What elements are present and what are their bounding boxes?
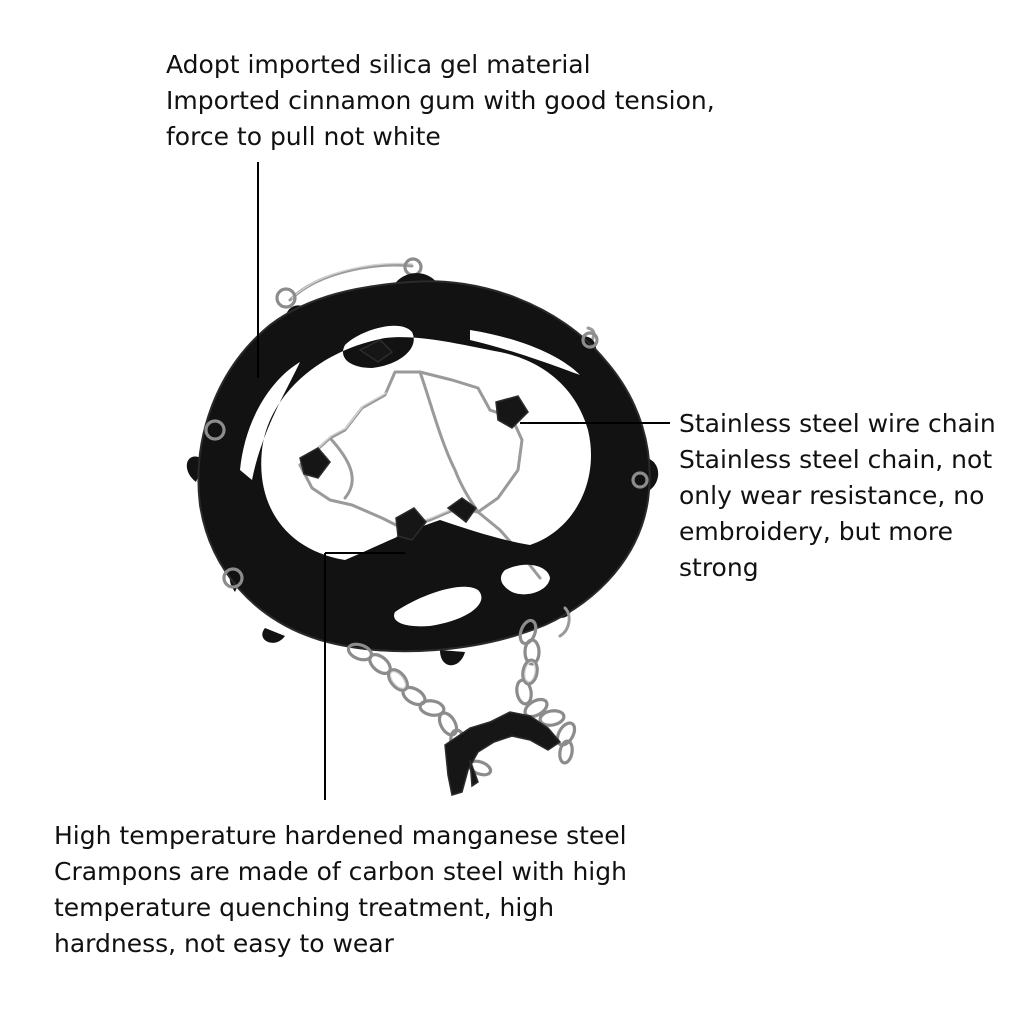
inner-spikes (299, 339, 529, 541)
annotation-right-line-3: only wear resistance, no (679, 481, 985, 510)
annotation-top-line-2: Imported cinnamon gum with good tension, (166, 86, 715, 115)
annotation-bottom-line-2: Crampons are made of carbon steel with h… (54, 857, 627, 886)
annotation-right-line-5: strong (679, 553, 759, 582)
annotation-manganese-steel: High temperature hardened manganese stee… (54, 818, 627, 962)
annotation-right-line-2: Stainless steel chain, not (679, 445, 993, 474)
annotation-top-line-1: Adopt imported silica gel material (166, 50, 591, 79)
annotation-top-line-3: force to pull not white (166, 122, 441, 151)
annotation-right-line-1: Stainless steel wire chain (679, 409, 996, 438)
annotation-silica-gel: Adopt imported silica gel material Impor… (166, 47, 715, 155)
annotation-bottom-line-4: hardness, not easy to wear (54, 929, 394, 958)
annotation-bottom-line-3: temperature quenching treatment, high (54, 893, 555, 922)
silicone-rubber-ring (186, 273, 659, 666)
heel-spike-plate (444, 711, 562, 796)
annotation-steel-chain: Stainless steel wire chain Stainless ste… (679, 406, 996, 586)
annotation-right-line-4: embroidery, but more (679, 517, 954, 546)
annotation-bottom-line-1: High temperature hardened manganese stee… (54, 821, 627, 850)
